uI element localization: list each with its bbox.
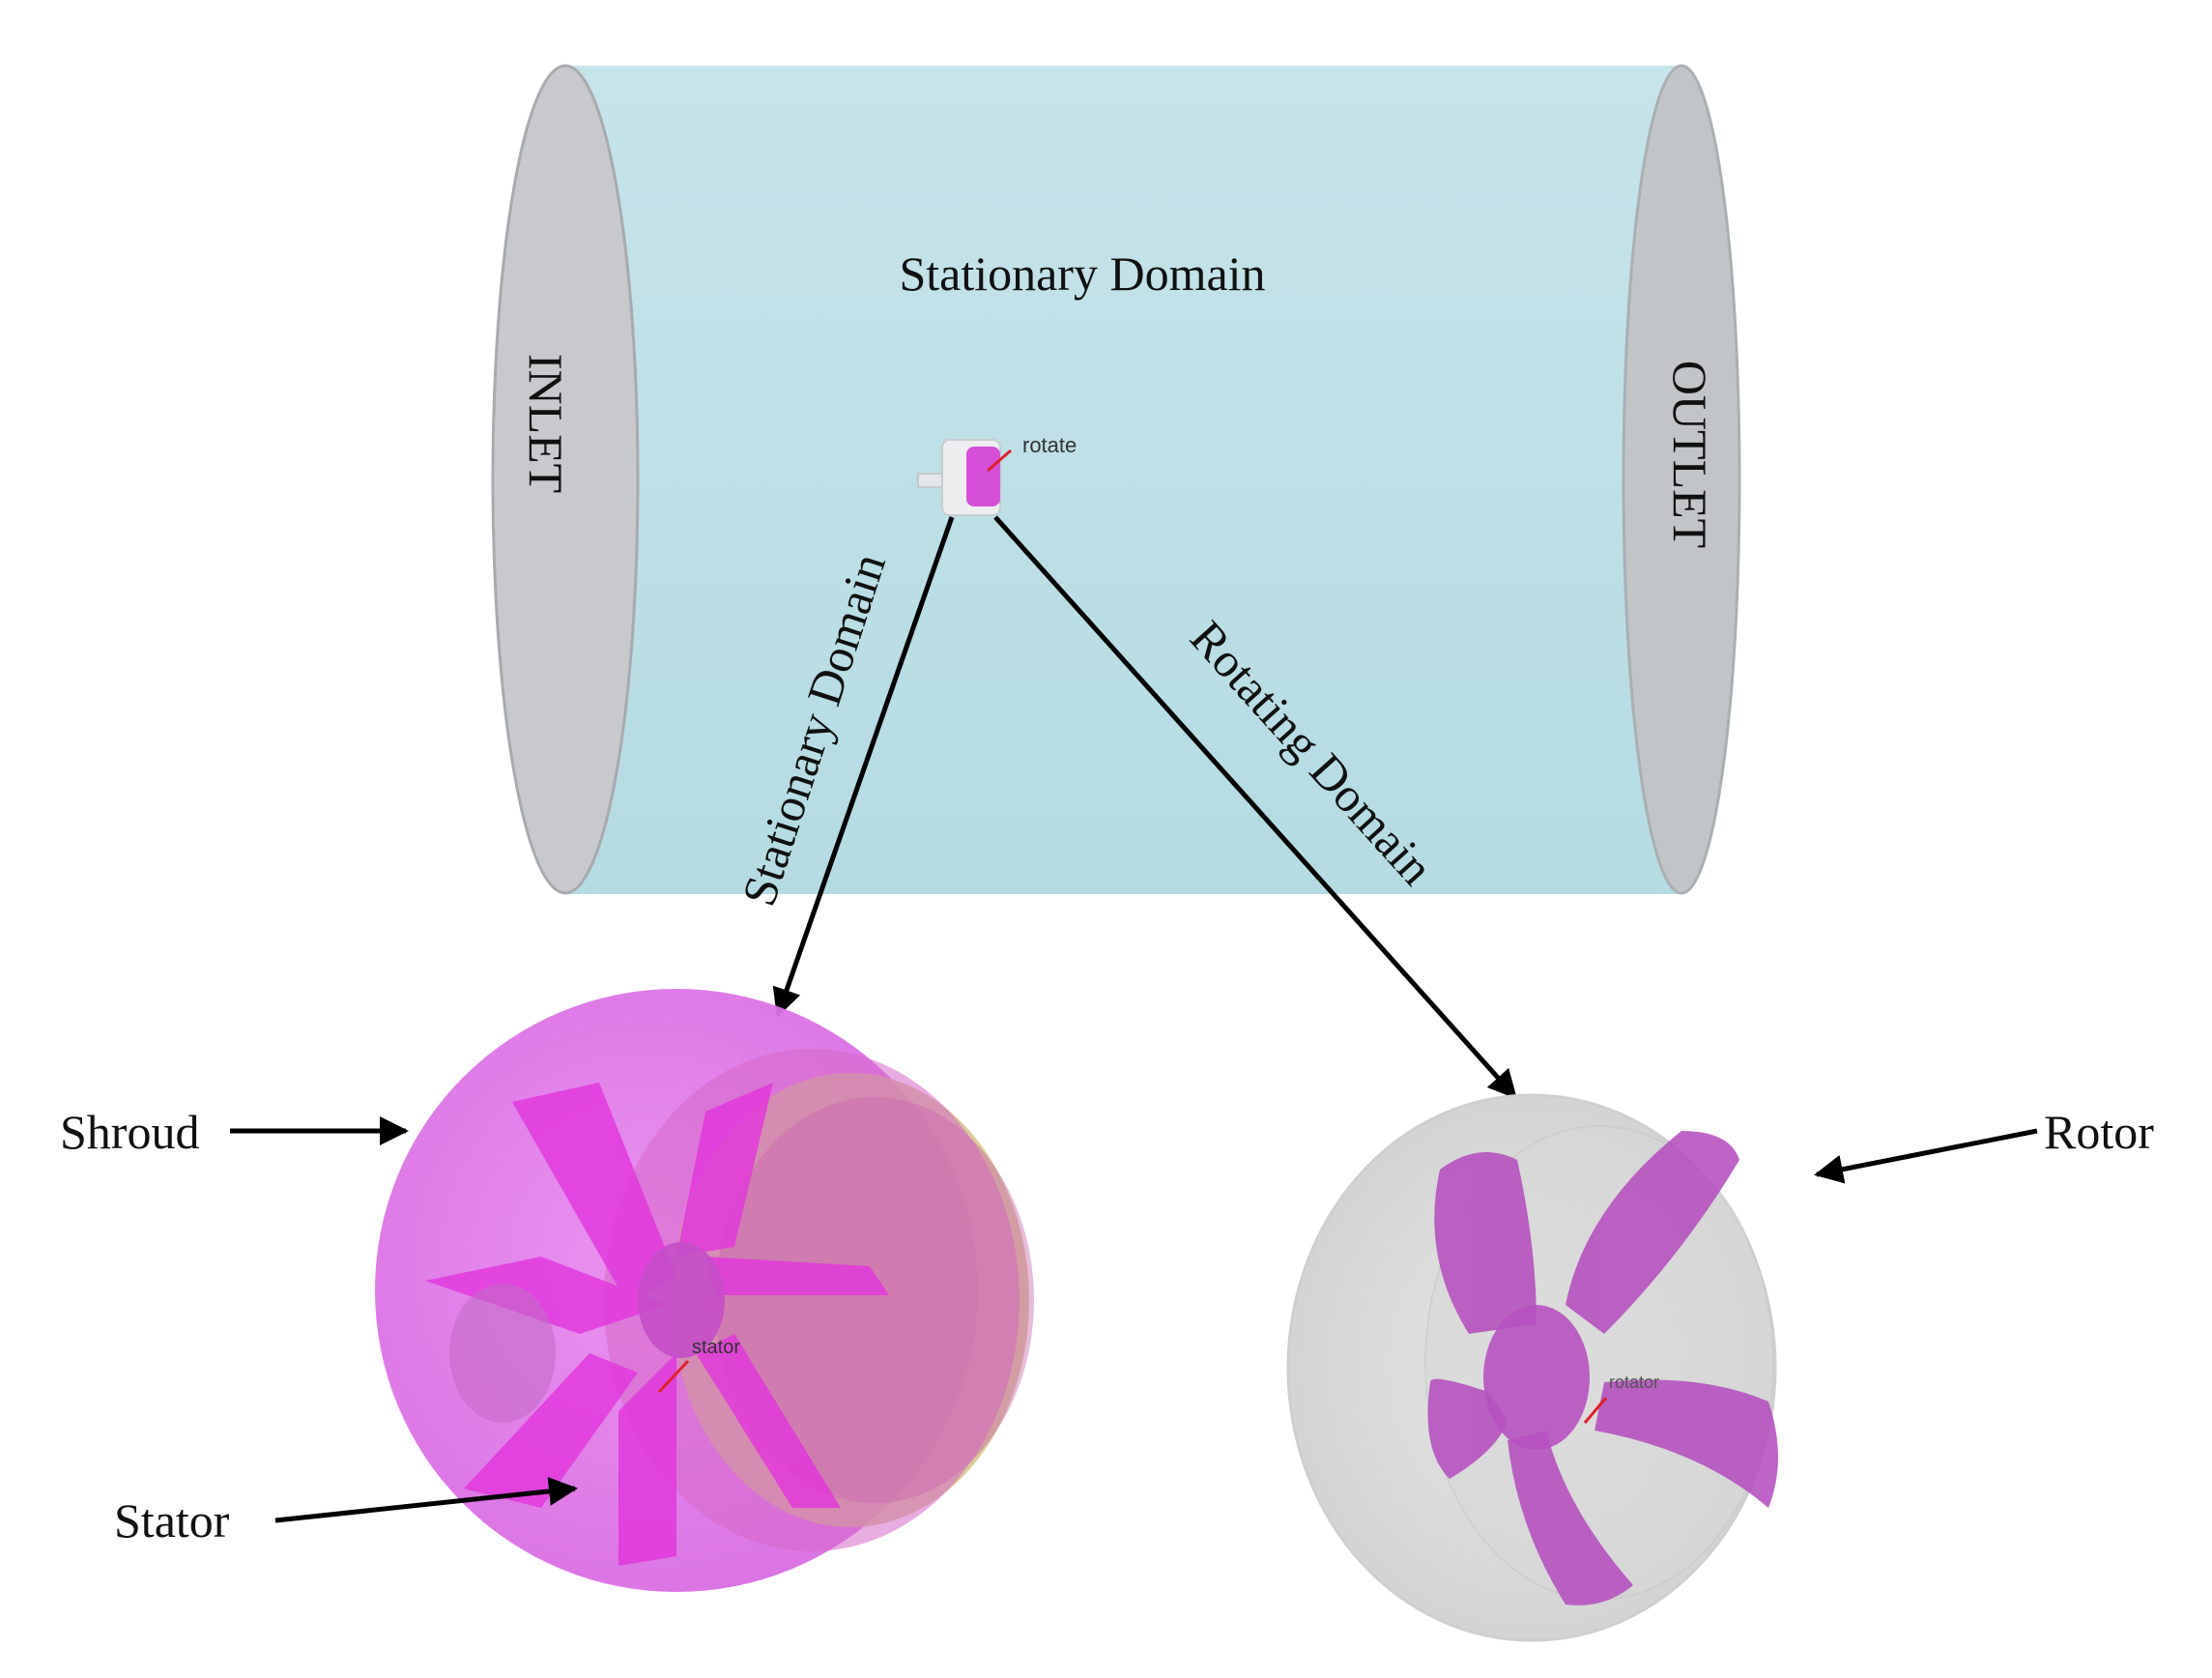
rotate-tag-line [987,448,1012,473]
stator-assembly: stator [375,989,1034,1592]
rotator-tag-line [1583,1397,1608,1424]
inlet-face [491,64,640,895]
cylinder-body [565,66,1681,894]
rotor-hub [1483,1305,1590,1450]
rotor-assembly: rotator [1286,1093,1778,1642]
stationary-domain-title: Stationary Domain [899,246,1265,301]
rotor-arrow [1814,1128,2038,1184]
outlet-label: OUTLET [1663,361,1717,548]
inlet-label: INLET [519,354,573,493]
stator-blades [425,1083,889,1566]
shroud-label: Shroud [60,1105,199,1159]
rotor-blades [1427,1131,1778,1606]
stator-arrow [274,1476,578,1523]
stator-tag: stator [692,1337,740,1358]
stator-hub [638,1242,725,1358]
stator-tag-line [657,1359,690,1394]
stator-label: Stator [114,1493,230,1548]
arrow-to-stator [772,516,955,1018]
rotor-label: Rotor [2044,1105,2154,1159]
rotate-tag: rotate [1022,433,1077,457]
stationary-domain-cylinder: Stationary Domain INLET OUTLET [491,64,1741,895]
outlet-face [1622,64,1741,895]
thruster-model-small: rotate [917,433,1077,516]
arrow-to-rotor [993,515,1518,1100]
rotator-tag: rotator [1609,1373,1659,1392]
